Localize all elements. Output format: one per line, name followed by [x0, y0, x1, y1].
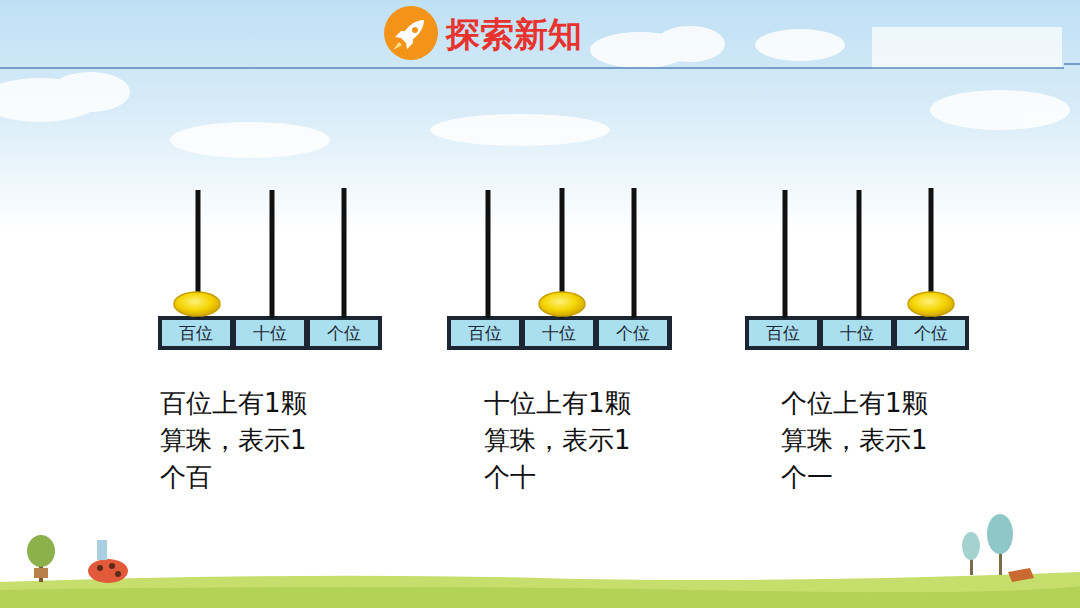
place-name: 十位: [542, 322, 576, 345]
abacus: [745, 188, 969, 350]
abacus-bead: [174, 292, 220, 316]
rocket-icon: [384, 6, 438, 60]
abacus-base: [447, 316, 672, 350]
abacus-rod: [342, 188, 347, 318]
ground: [0, 586, 1080, 608]
place-value-cell: 十位: [234, 318, 306, 348]
place-value-cell: 个位: [597, 318, 669, 348]
place-name: 十位: [840, 322, 874, 345]
tree: [27, 535, 55, 582]
abacus-bead: [908, 292, 954, 316]
place-name: 百位: [468, 322, 502, 345]
place-name: 百位: [766, 322, 800, 345]
place-name: 百位: [179, 322, 213, 345]
abacus-base: [745, 316, 969, 350]
header-rule: [0, 67, 1064, 69]
place-value-cell: 个位: [308, 318, 380, 348]
place-name: 个位: [327, 322, 361, 345]
slide-title: 探索新知: [446, 12, 582, 58]
place-value-cell: 百位: [160, 318, 232, 348]
abacus-rod: [783, 190, 788, 318]
ladybug: [88, 540, 128, 583]
abacus-rod: [857, 190, 862, 318]
abacus-base: [158, 316, 382, 350]
abacus-rod: [486, 190, 491, 318]
explanation-text: 十位上有1颗算珠，表示1个十: [484, 385, 635, 496]
header-rule: [1064, 63, 1080, 65]
place-name: 十位: [253, 322, 287, 345]
place-value-cell: 个位: [895, 318, 967, 348]
header-panel: [872, 27, 1062, 69]
abacus-rod: [270, 190, 275, 318]
ground: [0, 572, 1080, 608]
abacus-rod: [632, 188, 637, 318]
trees-right: [962, 514, 1034, 582]
abacus-bead: [539, 292, 585, 316]
place-value-cell: 十位: [821, 318, 893, 348]
place-name: 个位: [914, 322, 948, 345]
place-value-cell: 百位: [747, 318, 819, 348]
place-value-cell: 十位: [523, 318, 595, 348]
explanation-text: 个位上有1颗算珠，表示1个一: [781, 385, 932, 496]
place-value-cell: 百位: [449, 318, 521, 348]
abacus: [447, 188, 672, 350]
abacus: [158, 188, 382, 350]
explanation-text: 百位上有1颗算珠，表示1个百: [160, 385, 311, 496]
place-name: 个位: [616, 322, 650, 345]
